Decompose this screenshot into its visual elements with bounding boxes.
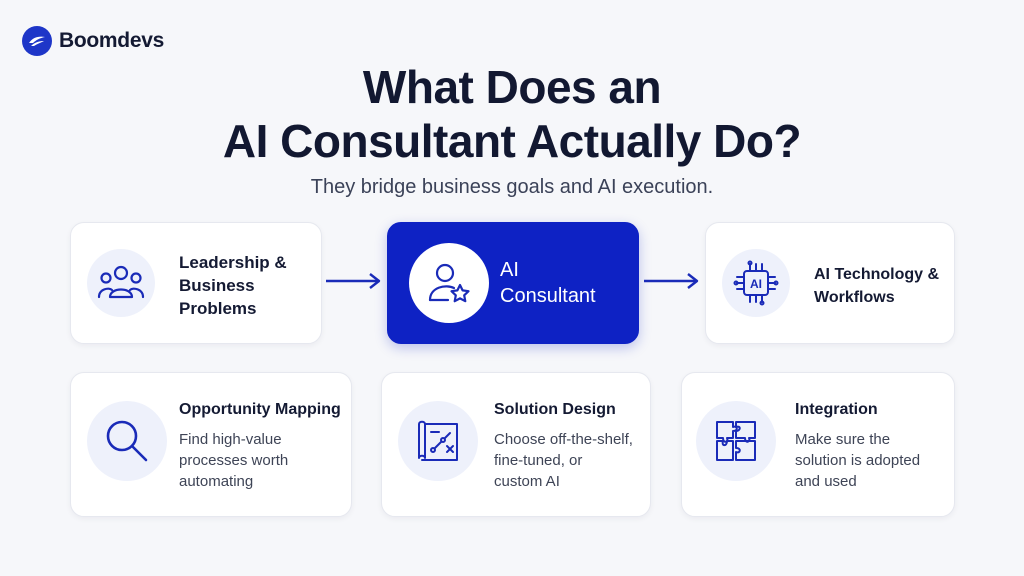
service-card-opportunity: Opportunity Mapping Find high-value proc… [70, 372, 352, 517]
service-desc: Find high-value processes worth automati… [179, 429, 288, 492]
team-icon [87, 249, 155, 317]
puzzle-icon [696, 401, 776, 481]
flow-card-leadership: Leadership & Business Problems [70, 222, 322, 344]
service-desc: Make sure the solution is adopted and us… [795, 429, 920, 492]
arrow-right-icon [326, 273, 381, 289]
flow-card-consultant: AI Consultant [387, 222, 639, 344]
title-line-1: What Does an [362, 61, 662, 113]
ai-chip-icon: AI [722, 249, 790, 317]
arrow-right-icon [644, 273, 699, 289]
title-line-2: AI Consultant Actually Do? [222, 115, 802, 167]
flow-label-line: Leadership & [179, 253, 287, 272]
service-desc-line: solution is adopted [795, 452, 921, 469]
flow-label-line: AI Technology & [814, 266, 940, 283]
flow-label-line: Workflows [814, 289, 895, 306]
brand-name: Boomdevs [59, 29, 164, 52]
service-card-integration: Integration Make sure the solution is ad… [681, 372, 955, 517]
service-card-solution-design: Solution Design Choose off-the-shelf, fi… [381, 372, 651, 517]
service-desc-line: Find high-value [179, 431, 282, 448]
flow-label-consultant: AI Consultant [500, 257, 596, 309]
flow-label-line: Problems [179, 299, 257, 318]
service-desc-line: processes worth [179, 452, 289, 469]
service-desc-line: Make sure the [795, 431, 891, 448]
service-desc-line: and used [795, 473, 857, 490]
flow-label-line: AI [500, 259, 519, 281]
flow-label-line: Consultant [500, 285, 596, 307]
service-desc-line: fine-tuned, or [494, 452, 583, 469]
service-desc-line: automating [179, 473, 254, 490]
flow-label-technology: AI Technology & Workflows [814, 263, 939, 309]
page-title: What Does an AI Consultant Actually Do? [0, 60, 1024, 168]
service-title: Solution Design [494, 401, 616, 418]
flow-card-technology: AI AI Technology & Workflows [705, 222, 955, 344]
brand-logo[interactable]: Boomdevs [22, 26, 164, 56]
flow-label-line: Business [179, 276, 255, 295]
consultant-star-icon [409, 243, 489, 323]
flow-label-leadership: Leadership & Business Problems [179, 251, 287, 320]
brand-mark-icon [22, 26, 52, 56]
service-desc-line: custom AI [494, 473, 560, 490]
page-subtitle: They bridge business goals and AI execut… [310, 176, 714, 198]
service-desc: Choose off-the-shelf, fine-tuned, or cus… [494, 429, 633, 492]
service-title: Opportunity Mapping [179, 401, 341, 418]
service-desc-line: Choose off-the-shelf, [494, 431, 633, 448]
magnifier-icon [87, 401, 167, 481]
blueprint-icon [398, 401, 478, 481]
service-title: Integration [795, 401, 878, 418]
chip-label: AI [750, 277, 762, 291]
